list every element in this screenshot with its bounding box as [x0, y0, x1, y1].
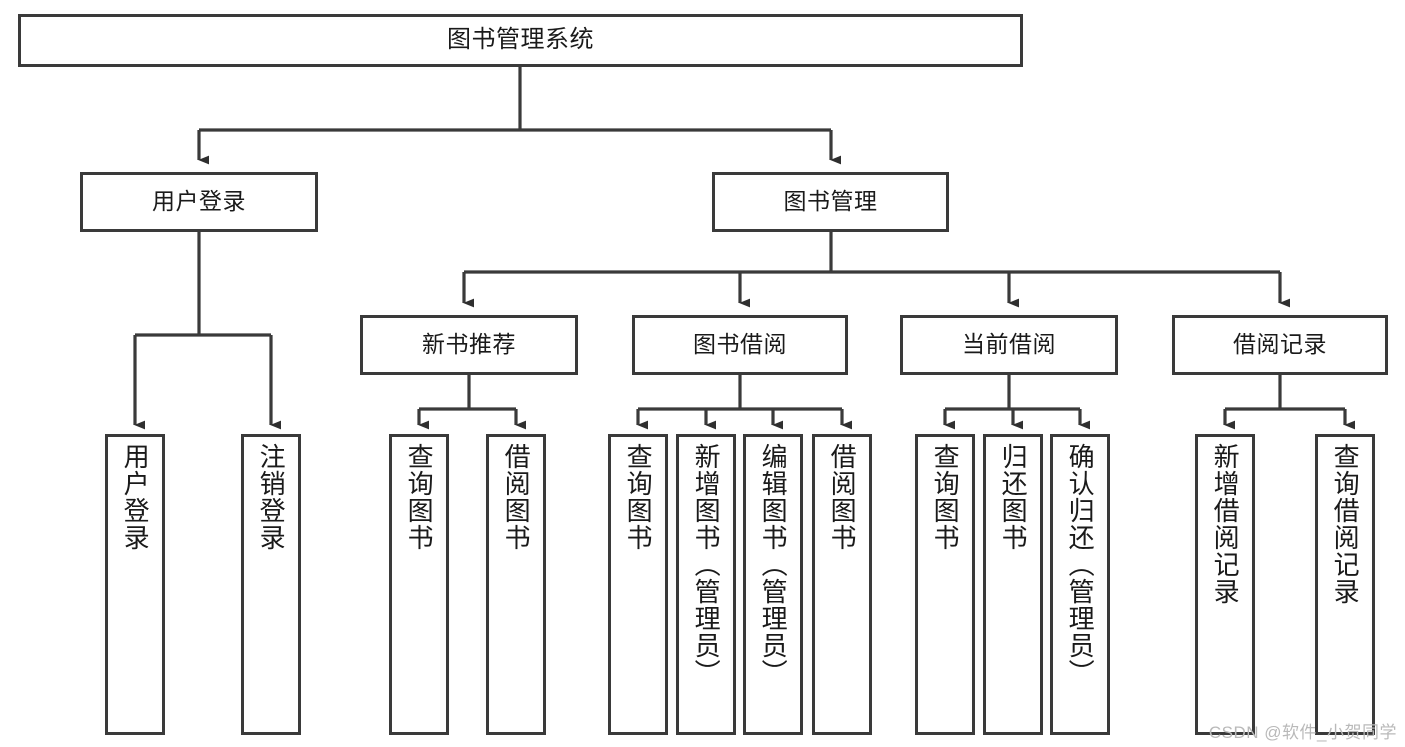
node-user-login[interactable]: 用户登录	[80, 172, 318, 232]
node-book-management[interactable]: 图书管理	[712, 172, 949, 232]
node-leaf-query-borrow-record[interactable]: 查询借阅记录	[1315, 434, 1375, 735]
node-label: 借阅记录	[1233, 331, 1327, 358]
node-label: 图书管理系统	[447, 26, 594, 54]
node-label: 编辑图书（管理员）	[758, 443, 789, 686]
node-leaf-borrow-book-recommend[interactable]: 借阅图书	[486, 434, 546, 735]
node-label: 图书管理	[783, 188, 878, 215]
node-label: 新增图书（管理员）	[691, 443, 722, 686]
node-label: 查询借阅记录	[1330, 443, 1361, 605]
node-label: 用户登录	[152, 188, 246, 215]
node-label: 查询图书	[404, 443, 435, 551]
node-new-book-recommend[interactable]: 新书推荐	[360, 315, 578, 375]
node-label: 新书推荐	[422, 331, 516, 358]
node-current-borrow[interactable]: 当前借阅	[900, 315, 1118, 375]
node-leaf-user-login[interactable]: 用户登录	[105, 434, 165, 735]
node-label: 确认归还（管理员）	[1065, 443, 1096, 686]
node-label: 归还图书	[998, 443, 1029, 551]
node-root-library-system[interactable]: 图书管理系统	[18, 14, 1023, 67]
node-leaf-edit-book-admin[interactable]: 编辑图书（管理员）	[743, 434, 803, 735]
node-label: 查询图书	[930, 443, 961, 551]
node-leaf-query-book-current[interactable]: 查询图书	[915, 434, 975, 735]
node-borrow-record[interactable]: 借阅记录	[1172, 315, 1388, 375]
node-label: 借阅图书	[827, 443, 858, 551]
node-label: 图书借阅	[693, 331, 787, 358]
node-leaf-add-book-admin[interactable]: 新增图书（管理员）	[676, 434, 736, 735]
node-leaf-confirm-return-admin[interactable]: 确认归还（管理员）	[1050, 434, 1110, 735]
node-leaf-add-borrow-record[interactable]: 新增借阅记录	[1195, 434, 1255, 735]
node-leaf-return-book[interactable]: 归还图书	[983, 434, 1043, 735]
node-label: 借阅图书	[501, 443, 532, 551]
node-label: 新增借阅记录	[1210, 443, 1241, 605]
node-label: 注销登录	[256, 443, 287, 551]
node-label: 当前借阅	[962, 331, 1056, 358]
node-label: 用户登录	[120, 443, 151, 551]
node-book-borrow[interactable]: 图书借阅	[632, 315, 848, 375]
node-leaf-query-book-borrow[interactable]: 查询图书	[608, 434, 668, 735]
node-leaf-borrow-book[interactable]: 借阅图书	[812, 434, 872, 735]
node-label: 查询图书	[623, 443, 654, 551]
node-leaf-logout[interactable]: 注销登录	[241, 434, 301, 735]
node-leaf-query-book-recommend[interactable]: 查询图书	[389, 434, 449, 735]
